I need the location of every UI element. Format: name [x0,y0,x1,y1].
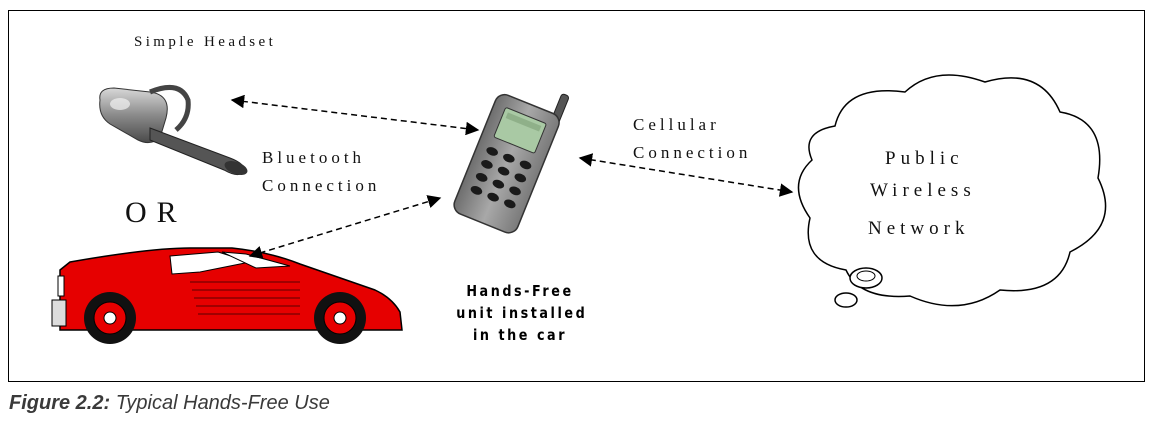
figure-frame [8,10,1145,382]
cellular-label-line2: Connection [633,143,752,162]
bluetooth-label-line1: Bluetooth [262,148,366,167]
sports-car-icon [51,247,403,344]
headset-bluetooth-arrow [230,94,480,136]
caption-prefix: Figure 2.2: [9,392,111,414]
car-bluetooth-arrow [248,195,442,259]
network-label-line2: Wireless [870,180,976,201]
headset-label: Simple Headset [134,34,277,50]
caption-text: Typical Hands-Free Use [110,392,330,414]
cellular-label-line1: Cellular [633,115,720,134]
mobile-phone-icon [453,93,570,234]
handsfree-label-line3: in the car [472,326,568,344]
network-label-line1: Public [885,148,964,169]
figure-caption: Figure 2.2: Typical Hands-Free Use [9,392,330,415]
network-label-line3: Network [868,218,970,239]
bluetooth-label-line2: Connection [262,176,381,195]
cellular-arrow [578,153,794,197]
handsfree-label-line1: Hands-Free [466,282,574,300]
headset-icon [99,85,248,176]
handsfree-label-line2: unit installed [456,304,588,322]
cloud-icon [797,74,1107,308]
or-label: OR [125,196,187,229]
